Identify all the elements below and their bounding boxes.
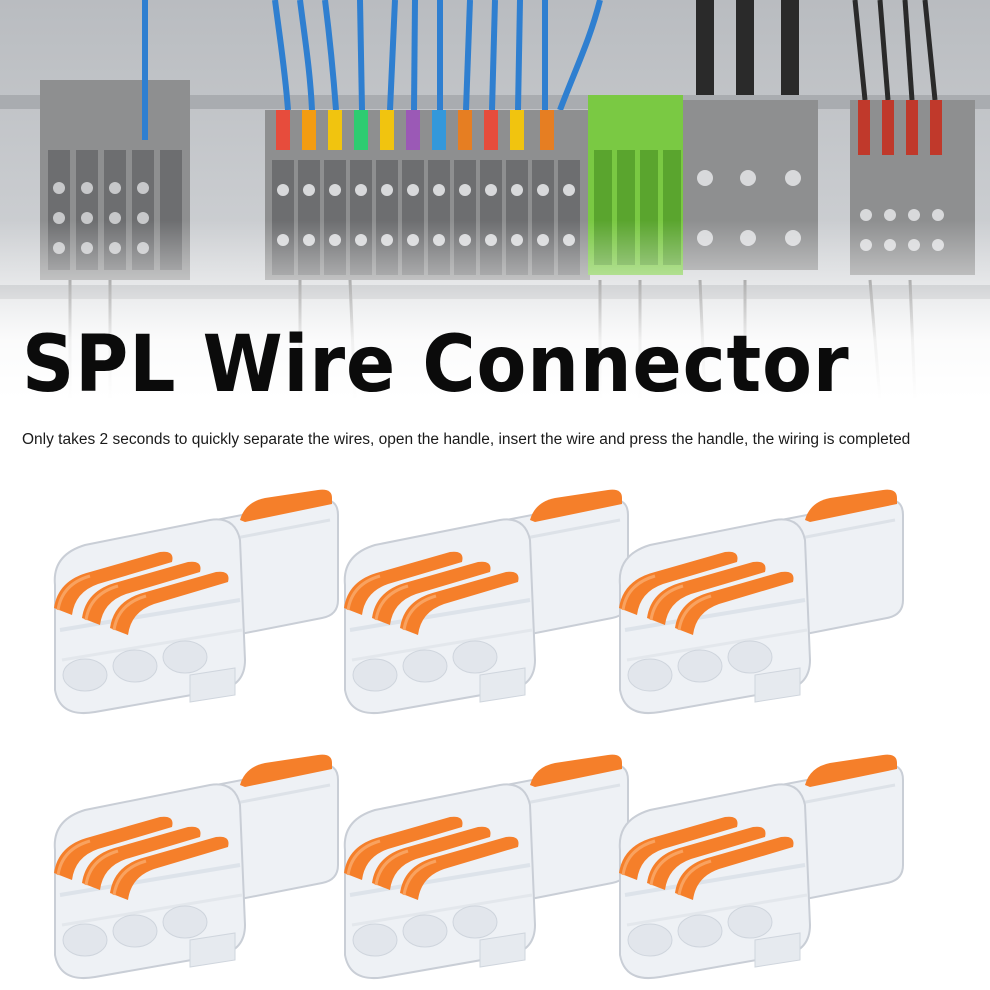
- wire-connector-4: [40, 745, 340, 985]
- product-grid: [0, 470, 990, 990]
- terminal-block-photo: [0, 0, 990, 400]
- wire-connector-5: [330, 745, 630, 985]
- wire-connector-icon: [605, 480, 905, 720]
- wire-connector-6: [605, 745, 905, 985]
- wire-connector-icon: [605, 745, 905, 985]
- wire-connector-2: [330, 480, 630, 720]
- wire-connector-3: [605, 480, 905, 720]
- page-title: SPL Wire Connector: [22, 320, 850, 410]
- wire-connector-1: [40, 480, 340, 720]
- wire-connector-icon: [330, 745, 630, 985]
- wire-connector-icon: [330, 480, 630, 720]
- wire-connector-icon: [40, 745, 340, 985]
- wire-connector-icon: [40, 480, 340, 720]
- product-description: Only takes 2 seconds to quickly separate…: [22, 431, 911, 448]
